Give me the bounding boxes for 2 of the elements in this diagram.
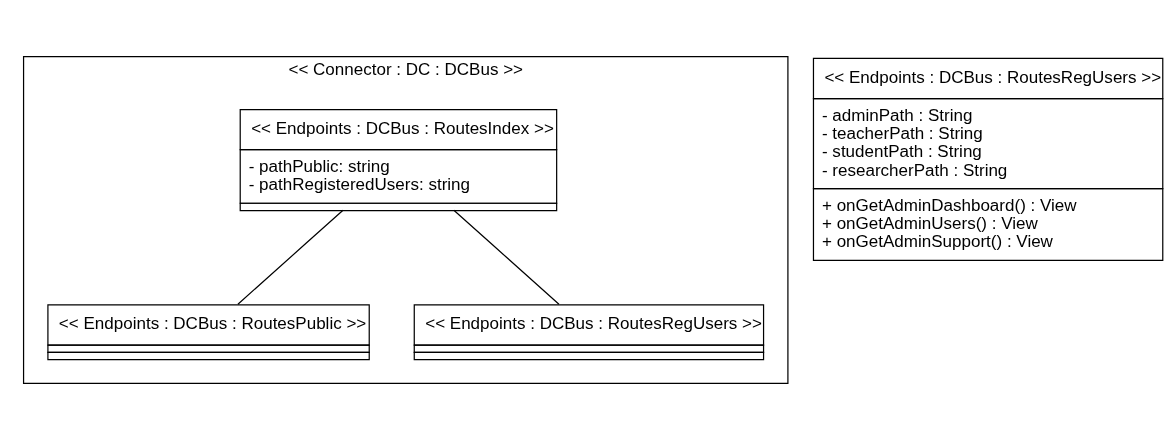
connector — [453, 209, 560, 305]
connector — [237, 209, 344, 305]
